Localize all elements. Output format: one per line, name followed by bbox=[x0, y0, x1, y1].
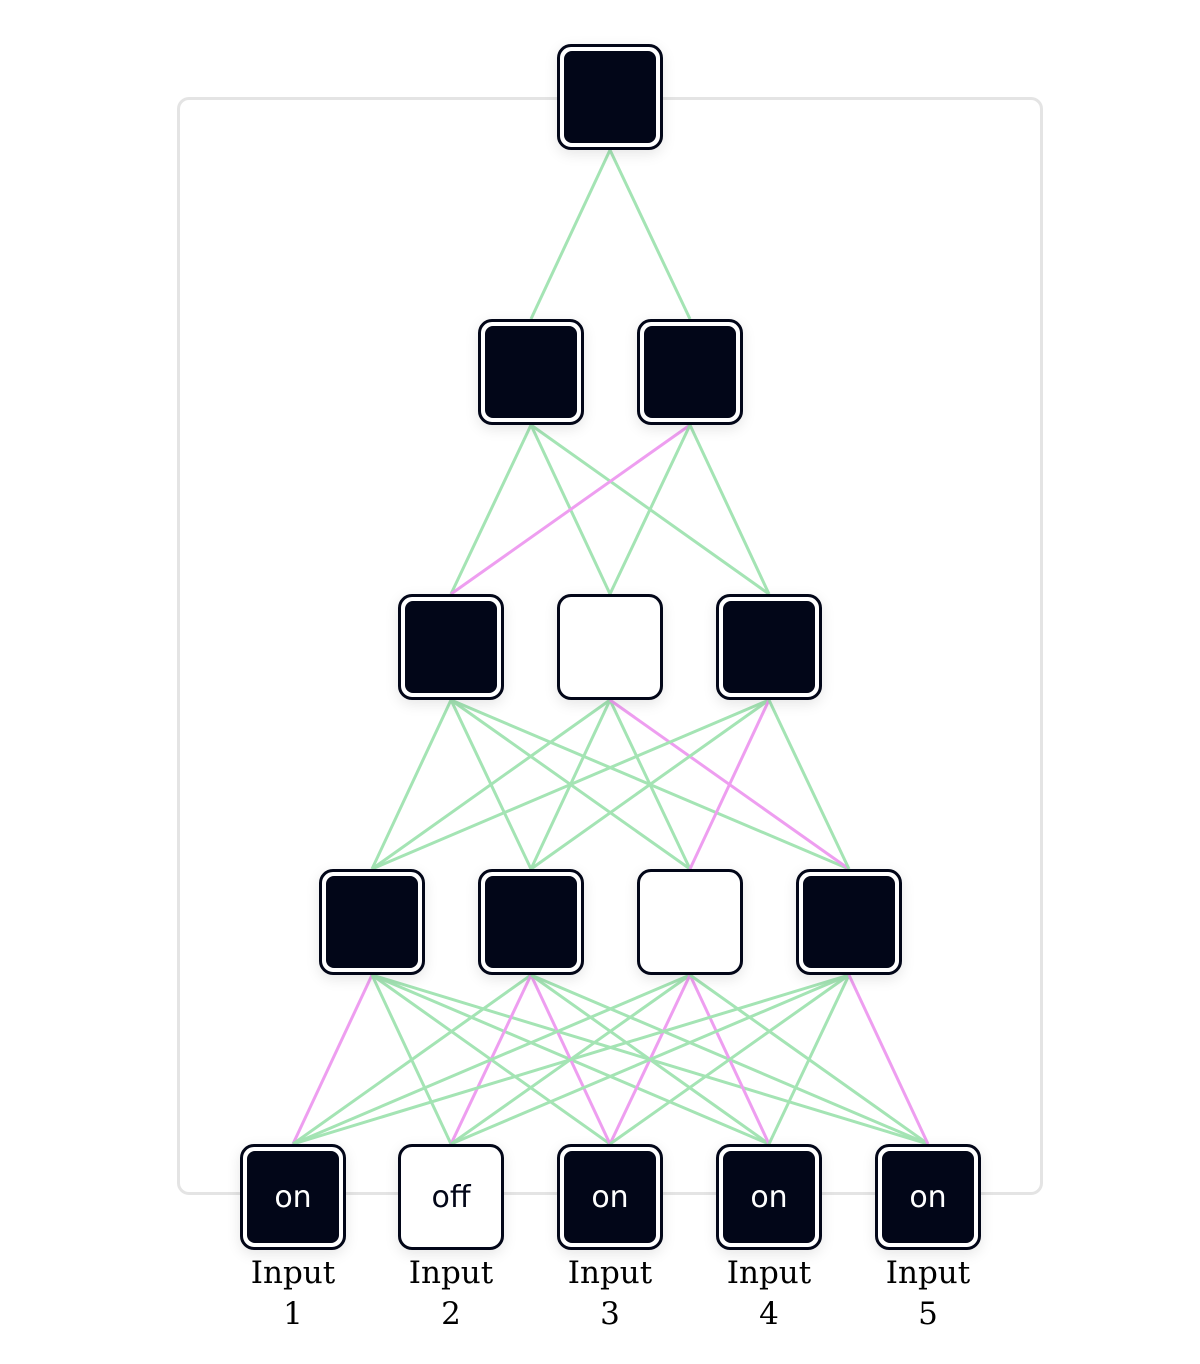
layer3-node-2 bbox=[637, 319, 743, 425]
layer1-node-2 bbox=[478, 869, 584, 975]
input-label-word: Input bbox=[250, 1255, 336, 1291]
input-toggle-5[interactable]: on bbox=[875, 1144, 981, 1250]
input-label-number: 1 bbox=[283, 1296, 303, 1332]
input-label-number: 5 bbox=[918, 1296, 938, 1332]
layer2-layer3-connection-positive bbox=[449, 424, 533, 595]
layer2-node-2 bbox=[557, 594, 663, 700]
input-toggle-1[interactable]: on bbox=[240, 1144, 346, 1250]
layer3-output-connection-positive bbox=[529, 149, 612, 320]
input-label-number: 4 bbox=[759, 1296, 779, 1332]
input-label-number: 3 bbox=[600, 1296, 620, 1332]
layer1-node-1 bbox=[319, 869, 425, 975]
input-layer1-connection-negative bbox=[291, 974, 374, 1145]
input-label-word: Input bbox=[885, 1255, 971, 1291]
input-label-word: Input bbox=[567, 1255, 653, 1291]
input-layer1-connection-positive bbox=[609, 973, 850, 1146]
input-label-5: Input 5 bbox=[858, 1253, 998, 1335]
layer3-node-1 bbox=[478, 319, 584, 425]
input-layer1-connection-positive bbox=[292, 973, 691, 1146]
input-state-text: on bbox=[882, 1151, 974, 1243]
input-label-word: Input bbox=[408, 1255, 494, 1291]
layer2-layer3-connection-positive bbox=[608, 424, 692, 595]
input-label-number: 2 bbox=[441, 1296, 461, 1332]
input-layer1-connection-positive bbox=[292, 973, 850, 1146]
layer1-layer2-connection-negative bbox=[688, 699, 771, 870]
input-state-text: off bbox=[405, 1151, 497, 1243]
layer1-layer2-connection-positive bbox=[370, 699, 453, 870]
input-label-4: Input 4 bbox=[699, 1253, 839, 1335]
layer2-node-1 bbox=[398, 594, 504, 700]
input-label-3: Input 3 bbox=[540, 1253, 680, 1335]
input-layer1-connection-positive bbox=[292, 973, 532, 1146]
input-label-1: Input 1 bbox=[223, 1253, 363, 1335]
input-layer1-connection-negative bbox=[847, 974, 930, 1145]
input-state-text: on bbox=[247, 1151, 339, 1243]
input-state-text: on bbox=[564, 1151, 656, 1243]
layer3-output-connection-positive bbox=[608, 149, 692, 320]
layer2-layer3-connection-negative bbox=[450, 423, 691, 596]
input-toggle-3[interactable]: on bbox=[557, 1144, 663, 1250]
input-layer1-connection-positive bbox=[450, 973, 850, 1146]
layer1-node-4 bbox=[796, 869, 902, 975]
layer2-layer3-connection-positive bbox=[688, 424, 771, 595]
layer1-node-3 bbox=[637, 869, 743, 975]
layer2-node-3 bbox=[716, 594, 822, 700]
layer1-layer2-connection-positive bbox=[767, 699, 851, 870]
layer1-layer2-connection-positive bbox=[371, 698, 770, 871]
output-node bbox=[557, 44, 663, 150]
input-toggle-2[interactable]: off bbox=[398, 1144, 504, 1250]
input-toggle-4[interactable]: on bbox=[716, 1144, 822, 1250]
input-label-word: Input bbox=[726, 1255, 812, 1291]
layer1-layer2-connection-positive bbox=[530, 698, 770, 871]
input-state-text: on bbox=[723, 1151, 815, 1243]
input-label-2: Input 2 bbox=[381, 1253, 521, 1335]
layer1-layer2-connection-positive bbox=[371, 698, 611, 871]
input-layer1-connection-positive bbox=[767, 974, 851, 1145]
